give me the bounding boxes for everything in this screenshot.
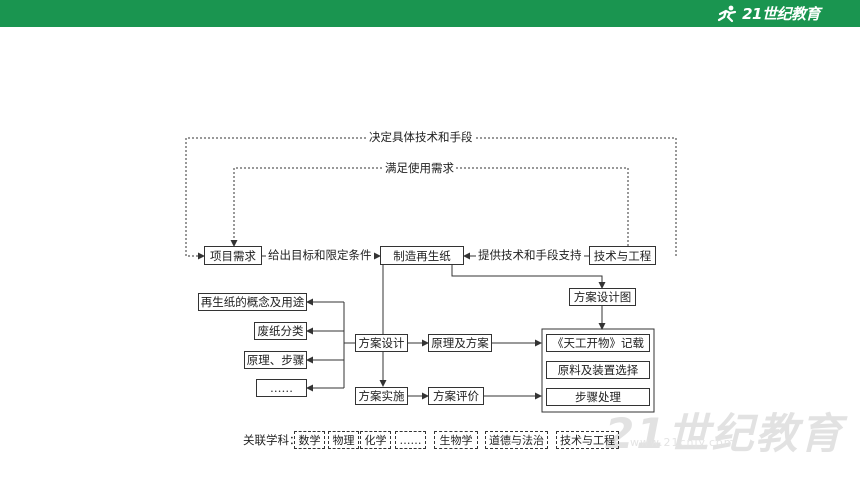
left-item-waste-paper: 废纸分类 <box>254 322 307 340</box>
left-item-concept: 再生纸的概念及用途 <box>198 293 307 311</box>
logo-text: 21世纪教育 <box>742 5 820 23</box>
make-paper-box: 制造再生纸 <box>380 246 464 265</box>
plan-evaluate-box: 方案评价 <box>428 387 484 405</box>
subject-biology: 生物学 <box>434 431 478 449</box>
principle-plan-box: 原理及方案 <box>428 334 492 352</box>
top-banner: 21世纪教育 <box>0 0 860 27</box>
top-loop-label: 决定具体技术和手段 <box>367 130 475 144</box>
provide-support-label: 提供技术和手段支持 <box>476 248 584 262</box>
plan-implement-box: 方案实施 <box>355 387 408 405</box>
subject-ellipsis: …… <box>395 431 426 449</box>
results-group-frame <box>541 328 655 413</box>
left-item-ellipsis: …… <box>256 379 307 397</box>
subject-chemistry: 化学 <box>360 431 391 449</box>
plan-design-box: 方案设计 <box>355 334 408 352</box>
subject-physics: 物理 <box>328 431 359 449</box>
result-item-tiangong: 《天工开物》记载 <box>546 334 650 352</box>
result-item-materials: 原料及装置选择 <box>546 361 650 379</box>
runner-logo-icon <box>718 5 737 22</box>
project-need-box: 项目需求 <box>204 246 262 265</box>
inner-loop-line <box>230 167 629 247</box>
give-goals-label: 给出目标和限定条件 <box>266 248 374 262</box>
design-drawing-box: 方案设计图 <box>569 288 636 306</box>
tech-engineering-box: 技术与工程 <box>589 246 656 265</box>
site-logo[interactable]: 21世纪教育 <box>716 3 820 24</box>
subject-tech-engineering: 技术与工程 <box>556 431 619 449</box>
inner-loop-label: 满足使用需求 <box>383 161 456 175</box>
related-subjects-label: 关联学科： <box>243 433 301 447</box>
watermark-url: www.21cnjy.com <box>630 436 736 449</box>
line-paper-to-drawing <box>451 264 606 289</box>
result-item-steps: 步骤处理 <box>546 388 650 406</box>
watermark-text: 21世纪教育 <box>605 409 844 458</box>
subject-math: 数学 <box>294 431 325 449</box>
left-item-principle-steps: 原理、步骤 <box>244 351 307 369</box>
subject-morality-law: 道德与法治 <box>485 431 548 449</box>
top-loop-line <box>185 137 677 260</box>
